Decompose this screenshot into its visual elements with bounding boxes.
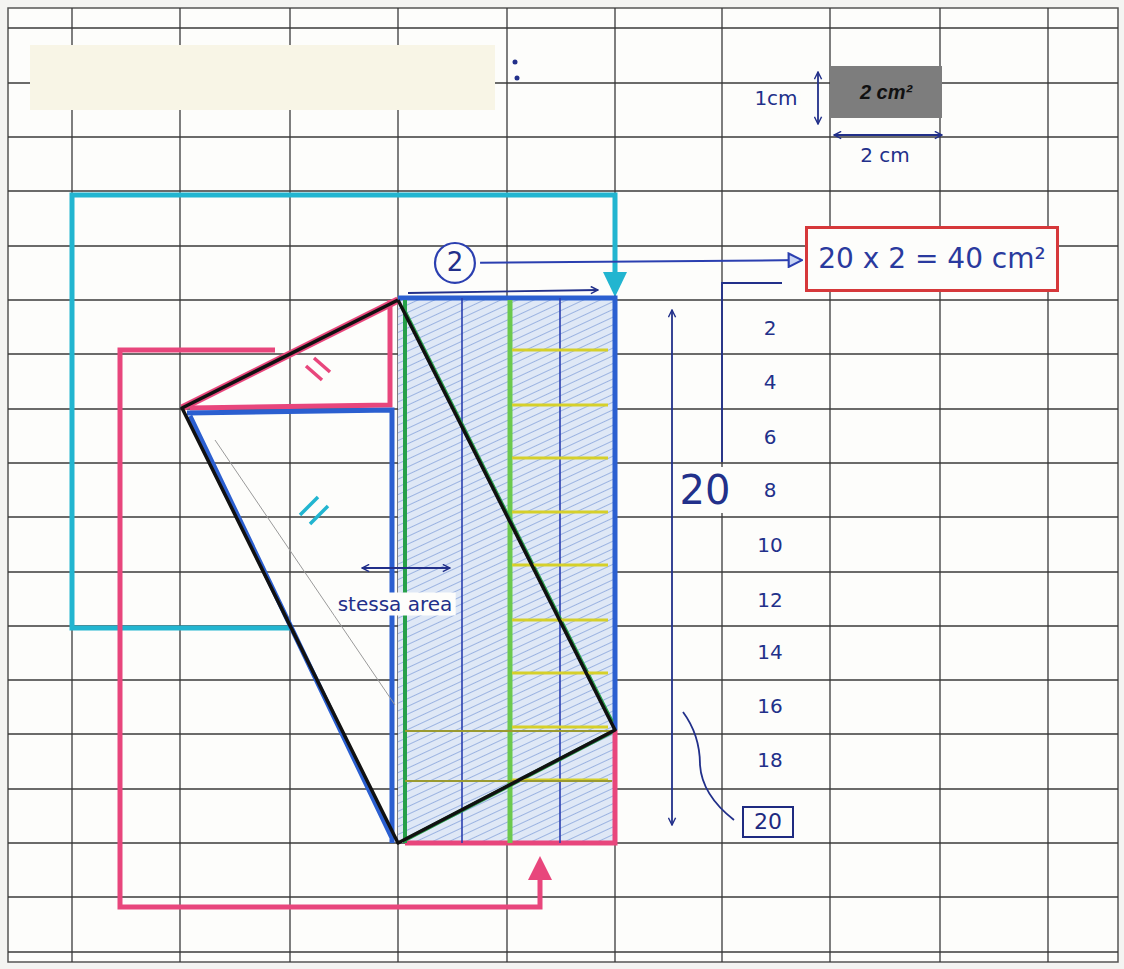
yellow-ticks bbox=[512, 350, 608, 780]
cyan-arrowhead bbox=[603, 272, 627, 297]
tick-number: 10 bbox=[754, 534, 785, 557]
sketch-stroke bbox=[8, 190, 1118, 191]
connector-arrow bbox=[480, 260, 802, 263]
node-text: 2 cm² bbox=[860, 81, 912, 104]
boxed-number: 20 bbox=[742, 806, 794, 838]
node-text: 2 bbox=[447, 248, 464, 278]
tick-number: 12 bbox=[754, 589, 785, 612]
height-arrow bbox=[817, 72, 819, 124]
tick-number: 8 bbox=[761, 479, 780, 502]
sketch-stroke bbox=[8, 136, 1118, 137]
leader-line bbox=[683, 712, 734, 820]
equal-marks bbox=[300, 497, 328, 524]
green-line bbox=[508, 300, 513, 843]
pink-move-path bbox=[120, 350, 540, 907]
area-unit-box: 2 cm² bbox=[830, 66, 942, 118]
tick-number: 6 bbox=[761, 426, 780, 449]
green-line bbox=[403, 300, 407, 843]
equal-marks bbox=[306, 358, 330, 380]
circled-number: 2 bbox=[433, 241, 477, 285]
sketch-stroke bbox=[1047, 8, 1048, 962]
node-text: 20 bbox=[754, 809, 782, 834]
sketch-stroke bbox=[512, 457, 608, 460]
sketch-stroke bbox=[512, 726, 608, 729]
double-arrow bbox=[362, 567, 450, 569]
tick-number: 18 bbox=[754, 749, 785, 772]
green-line bbox=[405, 312, 612, 840]
pencil-line bbox=[215, 440, 395, 705]
dimension-label: 1cm bbox=[751, 87, 800, 110]
sketch-stroke bbox=[512, 349, 608, 352]
sketch-stroke bbox=[289, 8, 290, 962]
sketch-stroke bbox=[512, 511, 608, 514]
sketch-stroke bbox=[179, 8, 180, 962]
thin-blue-lines bbox=[462, 298, 560, 843]
width-arrow bbox=[408, 290, 598, 293]
sketch-stroke bbox=[829, 8, 830, 962]
node-text: 20 x 2 = 40 cm² bbox=[818, 243, 1046, 275]
sketch-stroke bbox=[939, 8, 940, 962]
note-label: stessa area bbox=[335, 593, 456, 616]
black-kite bbox=[182, 300, 615, 843]
shaded-rectangle bbox=[398, 298, 615, 843]
result-box: 20 x 2 = 40 cm² bbox=[805, 226, 1059, 292]
ink-dot bbox=[515, 76, 520, 81]
circle-outline bbox=[435, 243, 475, 283]
paper-sheet bbox=[8, 8, 1118, 962]
tick-number: 4 bbox=[761, 371, 780, 394]
sketch-stroke bbox=[512, 564, 608, 567]
grid-lines bbox=[8, 8, 1118, 962]
ink-dot bbox=[513, 60, 518, 65]
sketch-stroke bbox=[512, 404, 608, 407]
dimension-label: 2 cm bbox=[857, 144, 913, 167]
width-arrow bbox=[834, 134, 942, 136]
sketch-stroke bbox=[8, 896, 1118, 897]
sketch-stroke bbox=[8, 951, 1118, 952]
sketch-stroke bbox=[8, 27, 1118, 28]
dimension-label: 20 bbox=[677, 467, 734, 513]
height-arrow bbox=[671, 310, 673, 825]
cover-patch bbox=[30, 45, 495, 110]
tick-number: 14 bbox=[754, 641, 785, 664]
pink-arrowhead bbox=[528, 856, 552, 880]
tick-number: 2 bbox=[761, 317, 780, 340]
olive-lines bbox=[405, 731, 612, 781]
tick-number: 16 bbox=[754, 695, 785, 718]
sketch-stroke bbox=[512, 672, 608, 675]
leader-line bbox=[722, 283, 782, 462]
